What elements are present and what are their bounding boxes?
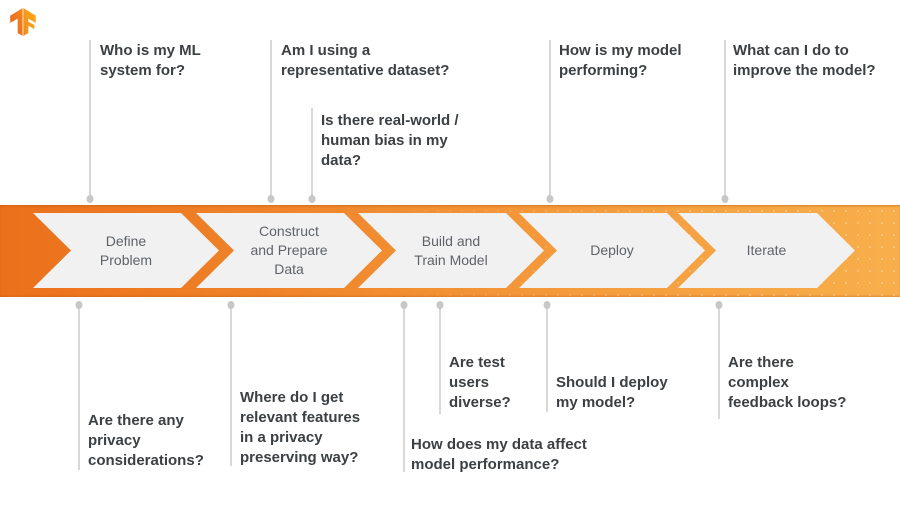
connector-line [439,304,441,414]
stage-construct-prepare-data: Construct and Prepare Data [196,213,382,288]
connector-line [270,40,272,198]
connector-line [724,40,726,198]
question-representative-dataset: Am I using a representative dataset? [281,42,450,79]
stage-deploy: Deploy [519,213,705,288]
question-real-world-bias: Is there real-world / human bias in my d… [321,112,459,169]
question-privacy-considerations: Are there any privacy considerations? [88,412,204,469]
stage-label: Define Problem [99,232,153,268]
question-data-affect-performance: How does my data affect model performanc… [411,436,587,473]
stage-label: Construct and Prepare Data [250,223,328,277]
connector-line [546,304,548,412]
stage-define-problem: Define Problem [33,213,219,288]
question-improve-model: What can I do to improve the model? [733,42,876,79]
question-relevant-features: Where do I get relevant features in a pr… [240,389,361,466]
tensorflow-logo-icon [9,6,37,38]
stage-build-train-model: Build and Train Model [358,213,544,288]
connector-line [403,304,405,472]
connector-line [549,40,551,198]
connector-line [230,304,232,466]
question-who-ml-system: Who is my ML system for? [100,42,201,79]
stage-label: Deploy [590,242,634,258]
connector-line [78,304,80,470]
connector-line [89,40,91,198]
stage-label: Iterate [746,242,787,258]
question-model-performing: How is my model performing? [559,42,682,79]
connector-line [718,304,720,419]
stage-label: Build and Train Model [414,232,488,268]
workflow-banner: Define Problem Construct and Prepare Dat… [0,205,900,297]
connector-line [311,108,313,198]
question-test-users-diverse: Are test users diverse? [449,354,511,411]
question-should-deploy: Should I deploy my model? [556,374,668,411]
question-feedback-loops: Are there complex feedback loops? [728,354,847,411]
